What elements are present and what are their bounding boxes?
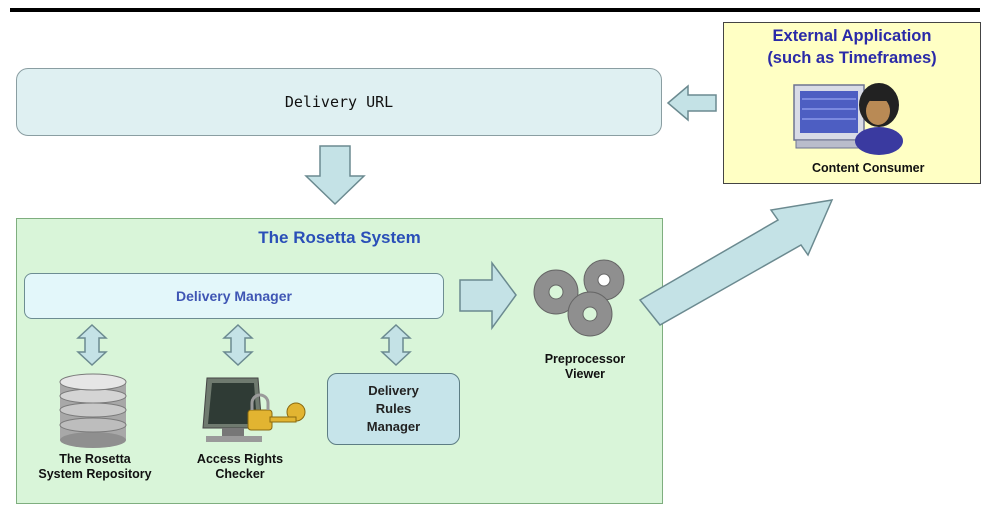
- rosetta-system-box: The Rosetta System: [16, 218, 663, 504]
- arrow-left-to-url: [666, 84, 717, 122]
- access-line1: Access Rights: [196, 452, 284, 466]
- preprocessor-label: Preprocessor Viewer: [530, 352, 640, 382]
- arrow-down-to-rosetta: [304, 145, 366, 206]
- external-title-line1: External Application: [772, 27, 932, 45]
- rules-line1: Delivery: [368, 383, 419, 398]
- delivery-url-box: Delivery URL: [16, 68, 662, 136]
- repository-line2: System Repository: [38, 467, 152, 481]
- gears-icon: [533, 259, 625, 337]
- repository-line1: The Rosetta: [59, 452, 131, 466]
- double-arrow-rules: [380, 323, 412, 367]
- arrow-right-to-preprocessor: [459, 260, 517, 331]
- content-consumer-icon: [793, 83, 903, 155]
- rules-line3: Manager: [366, 419, 421, 434]
- top-rule: [10, 8, 980, 12]
- delivery-manager-box: Delivery Manager: [24, 273, 444, 319]
- access-line2: Checker: [215, 467, 265, 481]
- double-arrow-access: [222, 323, 254, 367]
- rules-line2: Rules: [375, 401, 412, 416]
- preprocessor-line2: Viewer: [564, 367, 606, 381]
- rosetta-system-title: The Rosetta System: [258, 228, 421, 247]
- external-title-line2: (such as Timeframes): [767, 49, 937, 67]
- preprocessor-line1: Preprocessor: [544, 352, 626, 366]
- double-arrow-repository: [76, 323, 108, 367]
- database-icon: [59, 373, 127, 448]
- access-rights-icon: [202, 377, 306, 442]
- delivery-rules-manager-box: Delivery Rules Manager: [327, 373, 460, 445]
- repository-label: The Rosetta System Repository: [20, 452, 170, 482]
- arrow-diagonal-to-external: [638, 199, 834, 326]
- access-rights-label: Access Rights Checker: [190, 452, 290, 482]
- external-application-box: External Application (such as Timeframes…: [723, 22, 981, 184]
- delivery-url-label: Delivery URL: [284, 93, 394, 111]
- delivery-manager-label: Delivery Manager: [176, 288, 292, 304]
- content-consumer-label: Content Consumer: [812, 161, 925, 175]
